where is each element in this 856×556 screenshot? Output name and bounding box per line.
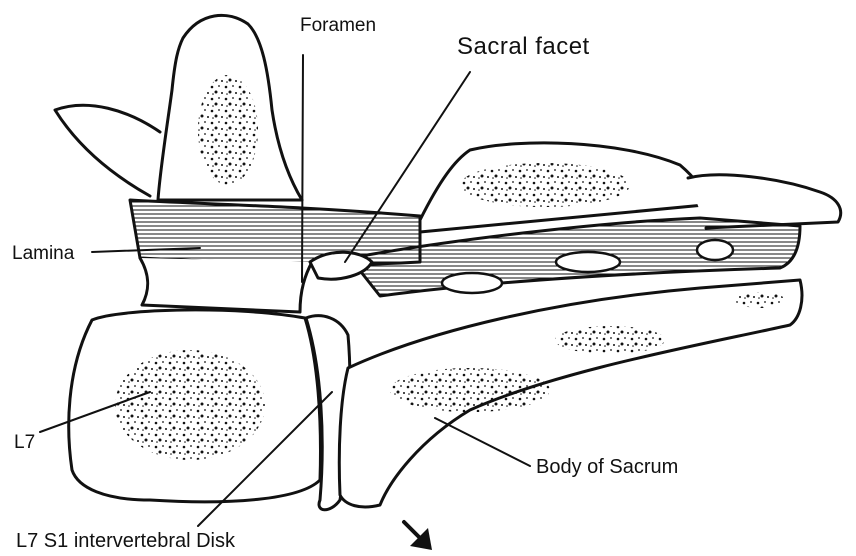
label-foramen: Foramen — [300, 16, 376, 35]
label-sacral-facet: Sacral facet — [457, 35, 590, 59]
leader-body-of-sacrum — [435, 418, 530, 466]
label-l7: L7 — [14, 433, 35, 452]
label-body-of-sacrum: Body of Sacrum — [536, 457, 678, 477]
down-right-arrow-icon — [404, 522, 432, 550]
label-lamina: Lamina — [12, 244, 74, 263]
l7-pedicle — [140, 258, 312, 312]
sacral-foramen-1 — [442, 273, 502, 293]
foramen-guide — [302, 55, 303, 282]
label-l7-s1-disk: L7 S1 intervertebral Disk — [16, 531, 235, 551]
l7-transverse-process — [55, 105, 160, 196]
sacral-foramen-2 — [556, 252, 620, 272]
sacral-foramen-3 — [697, 240, 733, 260]
